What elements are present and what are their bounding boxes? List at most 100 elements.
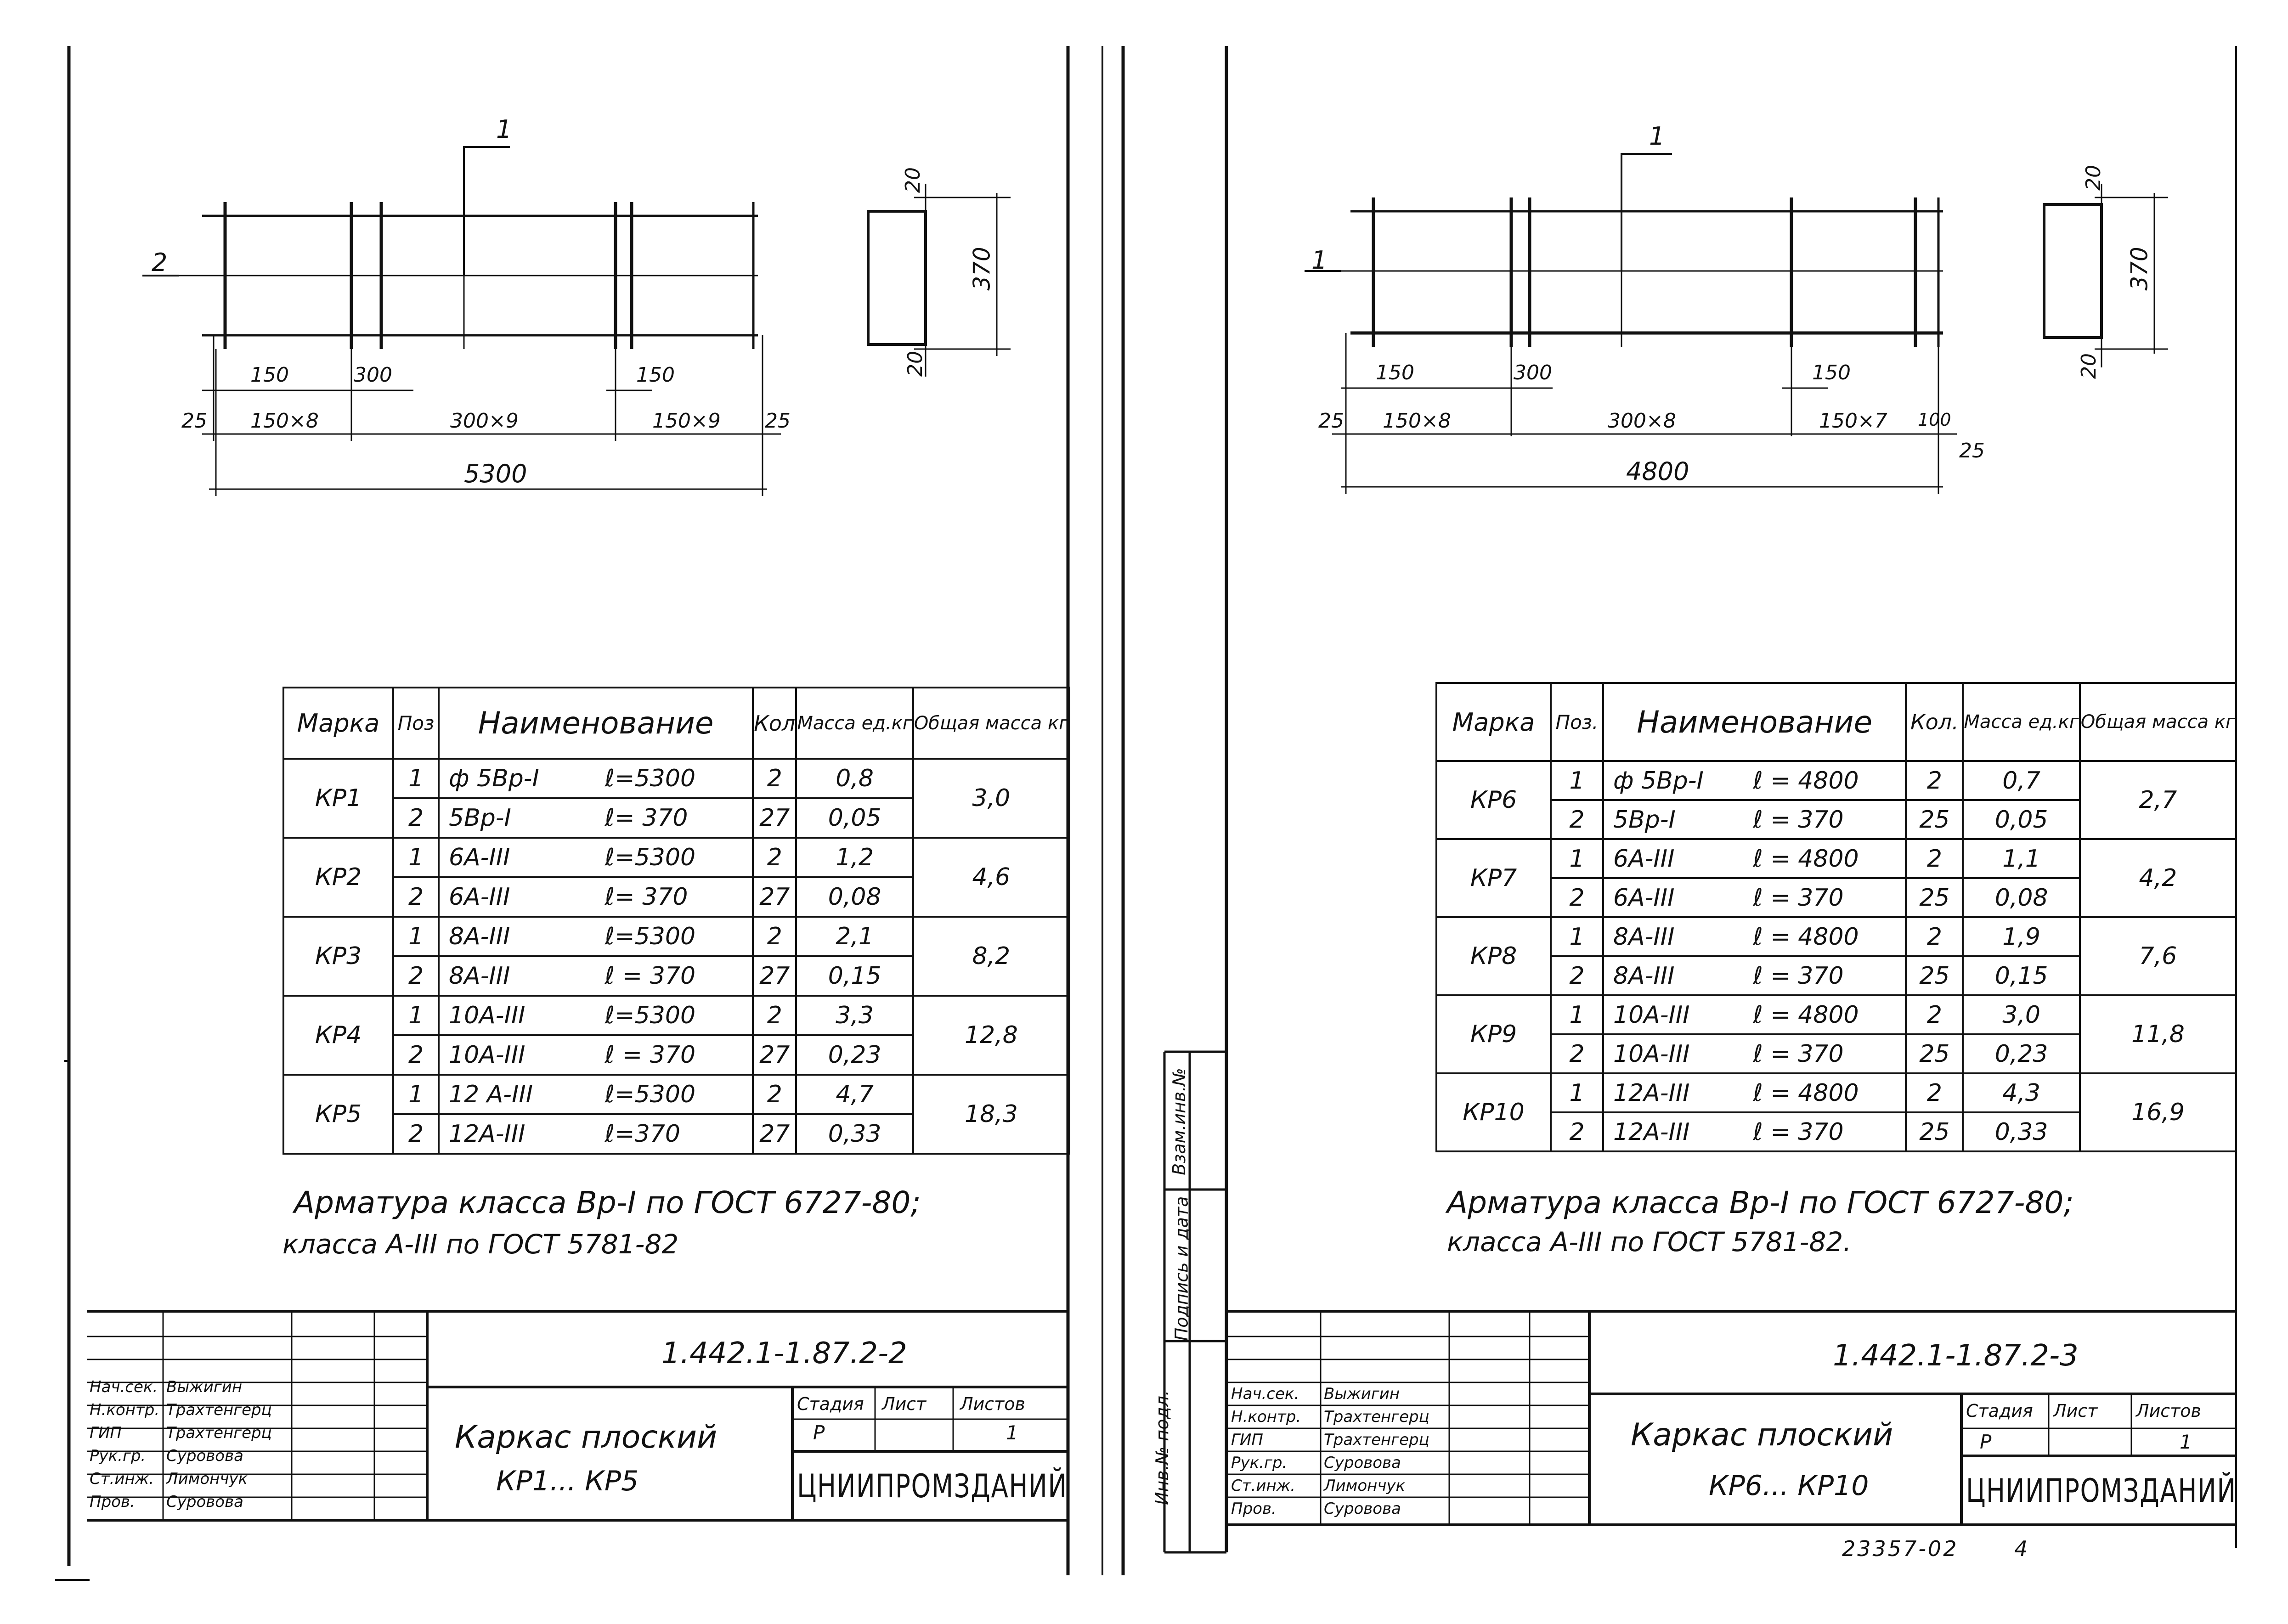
stamp-role: Пров.	[1231, 1500, 1277, 1518]
pos-cell: 1	[392, 837, 440, 878]
pos-cell: 2	[1550, 1111, 1604, 1152]
spacing-label-1: 150	[1376, 361, 1414, 384]
position-label-2: 2	[152, 248, 168, 277]
mark-cell: КР10	[1435, 1072, 1552, 1152]
pos-cell: 1	[392, 995, 440, 1036]
chain-dim-0: 25	[1318, 409, 1344, 433]
pos-cell: 2	[1550, 1033, 1604, 1074]
stamp-role: Н.контр.	[1231, 1408, 1301, 1426]
stamp-person-name: Трахтенгерц	[1324, 1431, 1429, 1449]
header-name: Наименование	[437, 687, 754, 760]
header-unit-mass: Масса ед.кг	[795, 687, 914, 760]
stamp-role: Рук.гр.	[90, 1447, 146, 1465]
section-dim-20-bottom: 20	[2077, 353, 2101, 379]
page-number: 4	[2014, 1536, 2028, 1561]
note-line-1: Арматура класса Вр-I по ГОСТ 6727-80;	[1447, 1185, 2074, 1220]
mark-cell: КР4	[282, 995, 394, 1076]
unit-mass-cell: 0,15	[1962, 955, 2081, 996]
unit-mass-cell: 1,1	[1962, 838, 2081, 879]
table-header-row: Марка Поз Наименование Кол Масса ед.кг О…	[282, 687, 1071, 760]
qty-cell: 2	[1905, 994, 1964, 1035]
name-cell: 6А-III	[438, 837, 596, 878]
spec-table-right: Марка Поз. Наименование Кол. Масса ед.кг…	[1435, 682, 2237, 1152]
qty-cell: 2	[752, 758, 797, 799]
total-mass-cell: 12,8	[912, 995, 1071, 1076]
spacing-label-1: 150	[250, 363, 289, 387]
header-total-mass: Общая масса кг	[2079, 682, 2237, 762]
stamp-role: Ст.инж.	[1231, 1477, 1296, 1495]
mark-cell: КР3	[282, 916, 394, 997]
pos-cell: 2	[1550, 877, 1604, 918]
archive-number: 23357-02	[1842, 1536, 1959, 1561]
name-cell: 12А-III	[1602, 1111, 1744, 1152]
pos-cell: 2	[1550, 955, 1604, 996]
chain-dim-3: 150×9	[652, 409, 721, 433]
total-mass-cell: 18,3	[912, 1074, 1071, 1155]
qty-cell: 27	[752, 797, 797, 839]
mark-cell: КР1	[282, 758, 394, 839]
doc-title-2: КР1... КР5	[496, 1465, 639, 1497]
qty-cell: 2	[752, 1074, 797, 1115]
spacing-label-3: 150	[636, 363, 675, 387]
chain-dim-1: 150×8	[250, 409, 319, 433]
chain-dim-1: 150×8	[1383, 409, 1451, 433]
side-label-replace: Взам.инв.№	[1169, 1068, 1189, 1175]
pos-cell: 2	[1550, 799, 1604, 840]
stamp-role: Нач.сек.	[1231, 1385, 1299, 1403]
length-cell: ℓ = 4800	[1744, 916, 1907, 957]
stamp-role: Ст.инж.	[90, 1470, 154, 1488]
sheet-header: Лист	[2053, 1401, 2098, 1421]
mark-cell: КР8	[1435, 916, 1552, 996]
length-cell: ℓ = 4800	[1744, 838, 1907, 879]
qty-cell: 2	[1905, 838, 1964, 879]
unit-mass-cell: 0,7	[1962, 760, 2081, 801]
sheet-header: Лист	[882, 1394, 926, 1414]
total-length: 4800	[1626, 457, 1689, 486]
unit-mass-cell: 0,15	[795, 955, 914, 997]
qty-cell: 27	[752, 1113, 797, 1155]
header-total-mass: Общая масса кг	[912, 687, 1071, 760]
header-qty: Кол	[752, 687, 797, 760]
header-name: Наименование	[1602, 682, 1907, 762]
name-cell: 8А-III	[438, 916, 596, 957]
stamp-person-name: Суровова	[166, 1493, 243, 1511]
stamp-role: Нач.сек.	[90, 1378, 158, 1396]
chain-dim-4: 25	[765, 409, 791, 433]
length-cell: ℓ = 370	[595, 1034, 754, 1076]
length-cell: ℓ = 370	[1744, 955, 1907, 996]
section-dim-370: 370	[968, 247, 995, 291]
qty-cell: 2	[752, 995, 797, 1036]
chain-dim-0: 25	[181, 409, 207, 433]
pos-cell: 2	[392, 876, 440, 918]
unit-mass-cell: 3,0	[1962, 994, 2081, 1035]
unit-mass-cell: 0,8	[795, 758, 914, 799]
stamp-person-name: Трахтенгерц	[1324, 1408, 1429, 1426]
doc-code: 1.442.1-1.87.2-3	[1833, 1339, 2079, 1373]
doc-code: 1.442.1-1.87.2-2	[661, 1336, 907, 1370]
unit-mass-cell: 2,1	[795, 916, 914, 957]
stamp-person-name: Трахтенгерц	[166, 1401, 272, 1419]
position-label-1: 1	[1649, 122, 1665, 151]
length-cell: ℓ = 370	[1744, 877, 1907, 918]
name-cell: 5Вр-I	[1602, 799, 1744, 840]
organization: ЦНИИПРОМЗДАНИЙ	[797, 1467, 1068, 1505]
name-cell: 10А-III	[1602, 1033, 1744, 1074]
name-cell: ф 5Вр-I	[1602, 760, 1744, 801]
name-cell: 6А-III	[1602, 838, 1744, 879]
length-cell: ℓ=5300	[595, 758, 754, 799]
header-mark: Марка	[1435, 682, 1552, 762]
unit-mass-cell: 0,05	[795, 797, 914, 839]
chain-dim-3: 150×7	[1819, 409, 1887, 433]
name-cell: 6А-III	[438, 876, 596, 918]
note-line-1: Арматура класса Вр-I по ГОСТ 6727-80;	[294, 1185, 921, 1220]
length-cell: ℓ = 4800	[1744, 760, 1907, 801]
stage-header: Стадия	[1966, 1401, 2033, 1421]
mark-cell: КР2	[282, 837, 394, 918]
